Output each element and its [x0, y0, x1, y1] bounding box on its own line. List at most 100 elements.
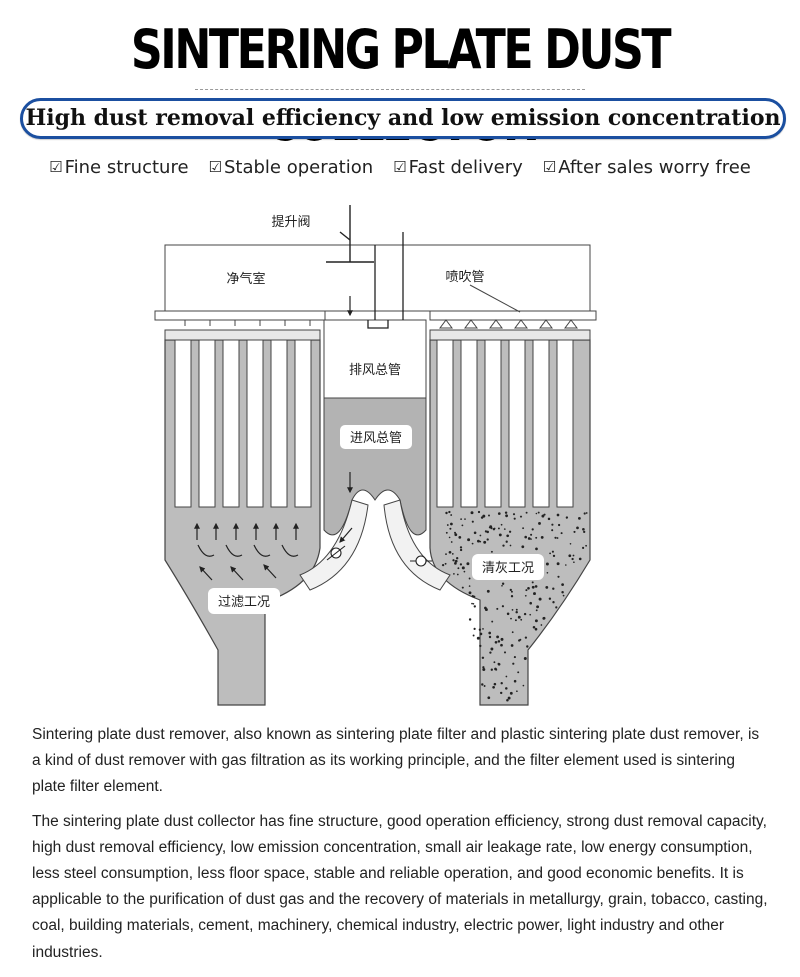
- left-sheet-ticks: [184, 320, 311, 326]
- dust-particle: [531, 581, 534, 584]
- dust-particle: [454, 533, 458, 537]
- dust-particle: [489, 651, 492, 654]
- dust-particle: [490, 647, 494, 651]
- left-tube-sheet: [154, 310, 326, 321]
- dust-particle: [552, 601, 555, 604]
- dust-particle: [524, 594, 527, 597]
- dust-particle: [508, 530, 512, 533]
- right-inlet-duct: [383, 499, 451, 591]
- dust-particle: [468, 591, 472, 595]
- dust-particle: [578, 517, 581, 520]
- dust-particle: [509, 544, 512, 547]
- dust-particle: [583, 530, 586, 534]
- dust-particle: [505, 514, 508, 518]
- right-filter-bags: [436, 339, 574, 508]
- dust-particle: [516, 690, 518, 693]
- dust-particle: [500, 682, 503, 685]
- dust-particle: [531, 528, 534, 531]
- dust-particle: [451, 553, 454, 555]
- exhaust-main-label: 排风总管: [349, 363, 401, 378]
- dust-particle: [499, 691, 503, 695]
- dust-particle: [529, 613, 532, 616]
- dust-particle: [515, 610, 518, 614]
- dust-particle: [476, 636, 480, 640]
- dust-particle: [497, 662, 500, 666]
- dust-particle: [573, 561, 575, 564]
- dust-particle: [490, 550, 493, 553]
- dust-particle: [564, 564, 567, 566]
- page-title: SINTERING PLATE DUST COLLECTOR: [130, 18, 672, 153]
- dust-particle: [538, 521, 541, 525]
- dust-particle: [540, 536, 544, 539]
- dust-particle: [519, 515, 523, 518]
- dust-particle: [578, 557, 582, 561]
- duct-flow-arrow: [339, 527, 353, 543]
- dust-particle: [500, 523, 503, 526]
- dust-particle: [556, 537, 559, 539]
- blow-nozzles: [439, 319, 578, 329]
- dust-particle: [561, 590, 564, 594]
- dust-particle: [546, 571, 549, 574]
- dust-particle: [478, 628, 482, 631]
- dust-particle: [491, 620, 494, 623]
- check-box-icon: ☑: [393, 158, 407, 176]
- dust-particle: [523, 657, 527, 660]
- check-box-icon: ☑: [542, 158, 557, 176]
- dust-particle: [531, 585, 535, 589]
- lift-valve-label: 提升阀: [271, 214, 310, 230]
- dust-particle: [535, 609, 538, 612]
- dust-particle: [513, 656, 516, 659]
- dust-particle: [461, 524, 464, 527]
- dust-particle: [494, 640, 498, 644]
- dust-particle: [445, 511, 448, 515]
- dust-particle: [463, 570, 466, 573]
- dust-particle: [444, 562, 447, 565]
- dust-particle: [556, 513, 560, 517]
- dust-particle: [549, 552, 551, 555]
- dust-particle: [585, 512, 588, 514]
- dust-particle: [535, 512, 538, 515]
- dust-particle: [545, 585, 549, 589]
- dust-particle: [488, 514, 490, 517]
- filtering-up-arrows: [194, 522, 299, 540]
- dust-particle: [517, 671, 520, 674]
- dust-particle: [481, 656, 485, 660]
- dust-particle: [527, 537, 531, 540]
- dust-particle: [488, 635, 492, 639]
- dust-particle: [457, 567, 460, 570]
- dust-particle: [497, 512, 501, 515]
- dust-particle: [461, 586, 464, 589]
- dust-particle: [513, 517, 516, 520]
- dust-particle: [490, 527, 493, 530]
- dust-particle: [522, 527, 525, 530]
- dust-particle: [500, 637, 504, 641]
- dust-particle: [486, 538, 489, 541]
- dust-particle: [472, 602, 475, 605]
- dust-particle: [576, 526, 579, 530]
- dust-particle: [524, 636, 528, 639]
- dust-particle: [565, 517, 568, 519]
- dust-particle: [453, 573, 455, 575]
- dust-particle: [492, 685, 495, 689]
- dust-particle: [468, 577, 471, 580]
- feature-item: ☑ Stable operation: [209, 152, 374, 182]
- inlet-main-label: 进风总管: [350, 431, 402, 446]
- dust-particle: [517, 615, 521, 619]
- inlet-main-label-bg: [340, 425, 412, 449]
- dust-particle: [486, 530, 489, 534]
- dust-particle: [525, 511, 528, 514]
- dust-particle: [479, 534, 482, 537]
- dust-particle: [545, 562, 549, 566]
- dust-particle: [552, 554, 556, 558]
- dust-particle: [461, 566, 465, 570]
- dust-particle: [510, 595, 514, 598]
- filtering-label: 过滤工况: [218, 595, 270, 610]
- subtitle-banner: High dust removal efficiency and low emi…: [20, 98, 786, 139]
- dust-particle: [520, 618, 523, 621]
- dust-particle: [471, 595, 474, 598]
- dust-particle: [476, 539, 480, 543]
- dust-particle: [515, 608, 518, 611]
- dust-particle: [479, 644, 482, 648]
- dust-particle: [450, 522, 453, 526]
- check-box-icon: ☑: [49, 158, 63, 176]
